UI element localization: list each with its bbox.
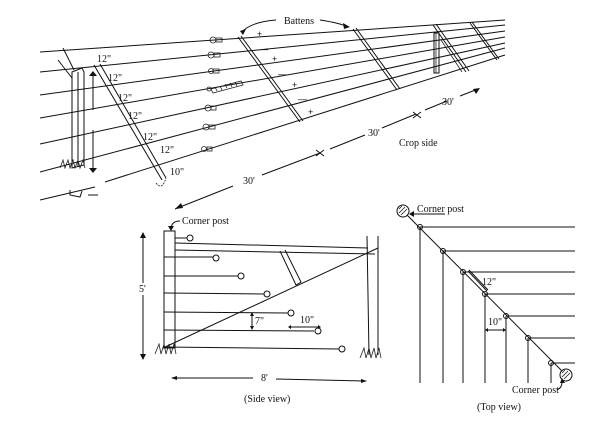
wire-1: [39, 19, 506, 53]
grass-icon: [154, 342, 177, 355]
polarity-sign-2: —: [259, 44, 268, 54]
polarity-sign-7: +: [308, 107, 313, 117]
spacing-label-2: 12": [108, 73, 122, 84]
top-corner-post-2: [559, 368, 573, 382]
side-height-label: 5': [139, 284, 146, 295]
height-dimension: [88, 71, 98, 196]
spring-tensioner: [210, 80, 244, 94]
polarity-sign-3: +: [272, 54, 277, 64]
span-label-1: 30': [243, 176, 255, 187]
top-insulators: [417, 224, 554, 366]
battens-label: Battens: [284, 16, 314, 27]
top-corner-post-1: [396, 204, 410, 218]
top-diagonal: [406, 214, 563, 372]
spacing-label-1: 12": [97, 54, 111, 65]
battens: [237, 21, 500, 123]
side-wires: [163, 234, 346, 353]
top-offset-label: 10": [488, 317, 502, 328]
crop-side-label: Crop side: [399, 138, 438, 149]
insulators: [201, 36, 244, 152]
fence-wires: [39, 19, 506, 201]
top-view: 12" 10" Corner post Corner post (Top vie…: [396, 204, 575, 413]
span-label-2: 30': [368, 128, 380, 139]
perspective-view: 12" 12" 12" 12" 12" 12" 10": [39, 16, 506, 210]
spacing-label-5: 12": [143, 132, 157, 143]
top-corner-post-label-1: Corner post: [417, 204, 464, 215]
polarity-sign-4: —: [278, 69, 287, 79]
side-offset-label: 10": [300, 315, 314, 326]
side-view: Corner post 5' 7" 10" 8' (Side view): [137, 216, 382, 405]
top-view-caption: (Top view): [477, 402, 521, 413]
top-grid: [419, 226, 575, 383]
insulator-icon: [208, 68, 214, 74]
wire-2: [39, 24, 506, 73]
side-end-post: [366, 235, 370, 356]
corner-brace: [93, 63, 167, 187]
spacing-label-4: 12": [128, 111, 142, 122]
polarity-sign-1: +: [257, 29, 262, 39]
spacing-label-3: 12": [118, 93, 132, 104]
span-dimension: [174, 88, 480, 210]
grass-icon: [59, 158, 86, 170]
spacing-label-7: 10": [170, 167, 184, 178]
corner-post: [57, 47, 86, 198]
side-corner-post-label: Corner post: [182, 216, 229, 227]
side-gap-label: 7": [255, 316, 264, 327]
side-width-label: 8': [261, 373, 268, 384]
polarity-sign-6: —: [298, 94, 307, 104]
wire-6: [39, 47, 506, 173]
wire-7: [104, 54, 506, 183]
top-corner-post-label-2: Corner post: [512, 385, 559, 396]
ground-line: [39, 186, 96, 201]
polarity-sign-5: +: [292, 80, 297, 90]
span-label-3: 30': [442, 97, 454, 108]
diagonal-brace-wire: [162, 247, 379, 349]
wire-5: [39, 42, 506, 145]
spacing-label-6: 12": [160, 145, 174, 156]
grass-icon: [359, 346, 382, 359]
wire-3: [39, 30, 506, 96]
side-view-caption: (Side view): [244, 394, 290, 405]
top-diagonal-spacing-label: 12": [482, 277, 496, 288]
insulator-icon: [201, 146, 207, 152]
